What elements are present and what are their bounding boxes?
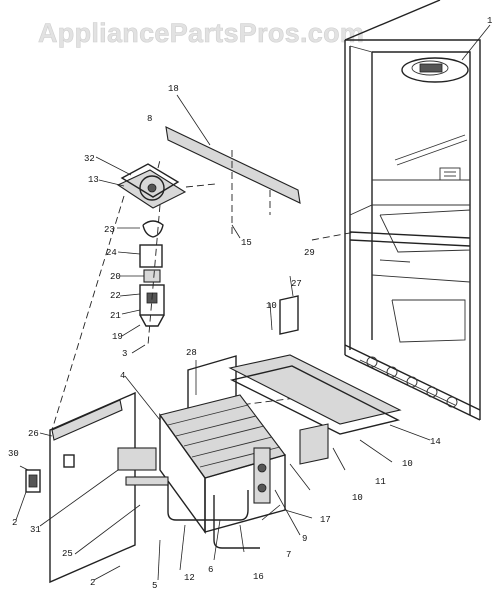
callout-29: 29	[304, 248, 315, 258]
callout-3: 3	[122, 349, 127, 359]
callout-23: 23	[104, 225, 115, 235]
callout-7: 7	[286, 550, 291, 560]
callout-16: 16	[253, 572, 264, 582]
defrost-heater	[157, 482, 260, 581]
callout-26: 26	[28, 429, 39, 439]
callout-28: 28	[186, 348, 197, 358]
evaporator-coil	[124, 375, 313, 536]
callout-25: 25	[62, 549, 73, 559]
evaporator-cover-strip	[165, 94, 301, 239]
callout-10: 10	[266, 301, 277, 311]
callout-1: 1	[487, 16, 492, 26]
callout-18: 18	[168, 84, 179, 94]
fan-assembly	[51, 156, 216, 431]
callout-10: 10	[402, 459, 413, 469]
drain-trough	[228, 354, 431, 441]
callout-27: 27	[291, 279, 302, 289]
callout-24: 24	[106, 248, 117, 258]
light-cover-assembly	[401, 24, 491, 83]
callout-6: 6	[208, 565, 213, 575]
callout-31: 31	[30, 525, 41, 535]
callout-2: 2	[90, 578, 95, 588]
callout-21: 21	[110, 311, 121, 321]
callout-30: 30	[8, 449, 19, 459]
callout-12: 12	[184, 573, 195, 583]
callout-10: 10	[352, 493, 363, 503]
callout-5: 5	[152, 581, 157, 591]
callout-14: 14	[430, 437, 441, 447]
callout-19: 19	[112, 332, 123, 342]
callout-4: 4	[120, 371, 125, 381]
callout-11: 11	[375, 477, 386, 487]
callout-2: 2	[12, 518, 17, 528]
callout-labels: 1 2 2 3 4 5 6 7 8 9 10 10 10 11 12 13 14…	[8, 16, 492, 591]
evaporator-front-cover	[15, 391, 169, 584]
refrigerator-cabinet	[344, 0, 481, 421]
callout-13: 13	[88, 175, 99, 185]
baffle-parts	[269, 231, 393, 491]
callout-22: 22	[110, 291, 121, 301]
watermark: AppliancePartsPros.com	[38, 18, 364, 48]
callout-17: 17	[320, 515, 331, 525]
callout-9: 9	[302, 534, 307, 544]
callout-15: 15	[241, 238, 252, 248]
callout-8: 8	[147, 114, 152, 124]
callout-20: 20	[110, 272, 121, 282]
callout-32: 32	[84, 154, 95, 164]
